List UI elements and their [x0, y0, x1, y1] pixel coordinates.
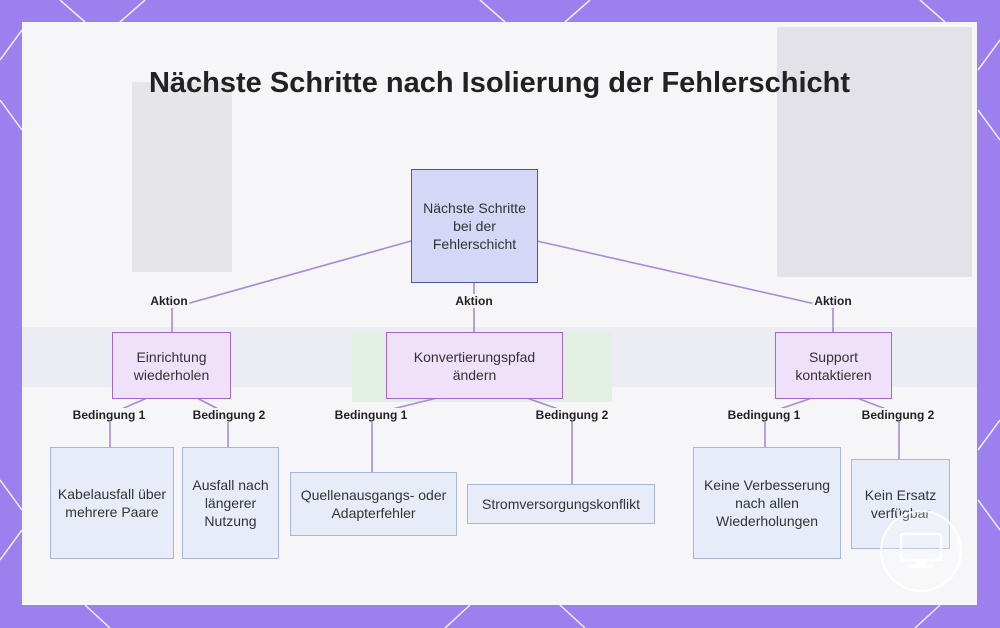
edge-label-condition-2: Bedingung 2 [534, 408, 611, 422]
edge-label-condition-2: Bedingung 2 [860, 408, 937, 422]
edge-label-action: Aktion [453, 294, 494, 308]
edge-label-condition-1: Bedingung 1 [71, 408, 148, 422]
diagram-panel: Nächste Schritte nach Isolierung der Feh… [22, 22, 977, 605]
leaf-node-source-adapter-fault: Quellenausgangs- oder Adapterfehler [290, 472, 457, 536]
edge-label-condition-1: Bedingung 1 [333, 408, 410, 422]
branch-node-change-path: Konvertierungspfad ändern [386, 332, 563, 399]
root-node: Nächste Schritte bei der Fehlerschicht [411, 169, 538, 283]
edge-branch-3-leaf-1 [765, 398, 812, 447]
branch-node-setup-retry: Einrichtung wiederholen [112, 332, 231, 399]
leaf-node-long-use-failure: Ausfall nach längerer Nutzung [182, 447, 279, 559]
edge-label-action: Aktion [812, 294, 853, 308]
edge-label-condition-2: Bedingung 2 [191, 408, 268, 422]
edge-root-branch-3 [537, 241, 833, 332]
edge-branch-1-leaf-1 [110, 398, 147, 447]
branch-node-contact-support: Support kontaktieren [775, 332, 892, 399]
edge-label-condition-1: Bedingung 1 [726, 408, 803, 422]
edge-root-branch-1 [172, 241, 411, 332]
monitor-icon [880, 510, 962, 592]
leaf-node-cable-failure: Kabelausfall über mehrere Paare [50, 447, 174, 559]
leaf-node-power-conflict: Stromversorgungskonflikt [467, 484, 655, 524]
leaf-node-no-improvement: Keine Verbesserung nach allen Wiederholu… [693, 447, 841, 559]
edge-label-action: Aktion [148, 294, 189, 308]
edge-branch-1-leaf-2 [197, 398, 228, 447]
